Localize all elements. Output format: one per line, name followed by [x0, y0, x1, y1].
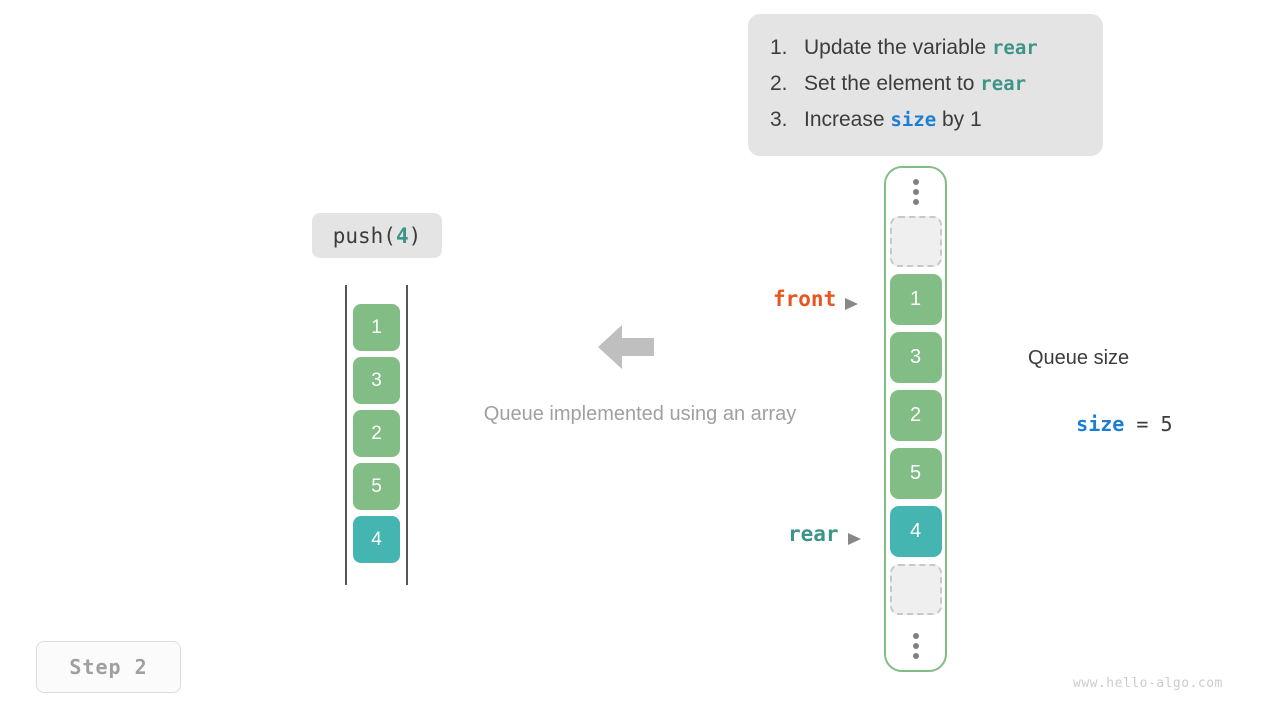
operation-label: push(4): [312, 213, 442, 258]
queue-cell-empty: [889, 564, 942, 615]
operation-label-prefix: push(: [332, 223, 396, 248]
array-bracket-left: [345, 285, 347, 585]
queue-cell: 2: [889, 390, 942, 441]
arrow-right-icon: [847, 527, 863, 545]
instruction-step-3-code: size: [890, 109, 937, 131]
ellipsis-dot: [912, 189, 919, 195]
pointer-front-label: front: [773, 287, 837, 311]
ellipsis-dot: [912, 643, 919, 649]
queue-cell-empty: [889, 216, 942, 267]
arrow-left-icon: [596, 322, 656, 372]
queue-cell-highlighted: 4: [889, 506, 942, 557]
pointer-front: front: [773, 287, 860, 311]
instruction-step-3-number: 3.: [770, 108, 788, 131]
queue-cell: 3: [889, 332, 942, 383]
ellipsis-dot: [912, 653, 919, 659]
array-cell: 2: [353, 410, 400, 457]
queue-cells: 1 3 2 5 4: [889, 216, 942, 622]
pointer-rear-label: rear: [788, 522, 839, 546]
instruction-step-3-suffix: by 1: [936, 108, 982, 131]
queue-size-variable: size: [1076, 412, 1125, 436]
operation-label-argument: 4: [395, 223, 409, 248]
arrow-right-icon: [844, 292, 860, 310]
vertical-ellipsis-icon-top: [912, 168, 919, 216]
queue-size-equals: =: [1124, 412, 1161, 436]
instruction-step-2-text: Set the element to: [804, 72, 981, 95]
queue-size-readout: Queue size size = 5: [1028, 343, 1173, 475]
step-badge: Step 2: [36, 641, 181, 693]
left-array: 1 3 2 5 4: [345, 285, 409, 585]
queue-container: 1 3 2 5 4: [884, 166, 947, 672]
queue-cell: 5: [889, 448, 942, 499]
instruction-step-1-number: 1.: [770, 36, 788, 59]
instruction-step-2: 2. Set the element to rear: [748, 66, 1103, 102]
diagram-caption: Queue implemented using an array: [483, 403, 797, 425]
instruction-step-2-code: rear: [980, 73, 1027, 95]
vertical-ellipsis-icon-bottom: [912, 622, 919, 670]
left-array-cells: 1 3 2 5 4: [353, 304, 400, 563]
pointer-rear: rear: [788, 522, 863, 546]
queue-size-value: 5: [1160, 412, 1173, 436]
queue-size-title: Queue size: [1028, 347, 1130, 369]
instruction-step-2-number: 2.: [770, 72, 788, 95]
instruction-step-1: 1. Update the variable rear: [748, 30, 1103, 66]
array-cell: 3: [353, 357, 400, 404]
queue-size-expression: size = 5: [1028, 373, 1173, 475]
ellipsis-dot: [912, 633, 919, 639]
queue-cell: 1: [889, 274, 942, 325]
array-cell: 1: [353, 304, 400, 351]
instruction-step-1-code: rear: [991, 37, 1038, 59]
operation-label-suffix: ): [408, 223, 422, 248]
instruction-step-3-text: Increase: [804, 108, 891, 131]
instruction-step-1-text: Update the variable: [804, 36, 992, 59]
ellipsis-dot: [912, 199, 919, 205]
array-cell: 5: [353, 463, 400, 510]
array-cell-highlighted: 4: [353, 516, 400, 563]
array-bracket-right: [406, 285, 408, 585]
instruction-box: 1. Update the variable rear 2. Set the e…: [748, 14, 1103, 156]
instruction-step-3: 3. Increase size by 1: [748, 102, 1103, 138]
watermark: www.hello-algo.com: [1073, 676, 1223, 691]
ellipsis-dot: [912, 179, 919, 185]
